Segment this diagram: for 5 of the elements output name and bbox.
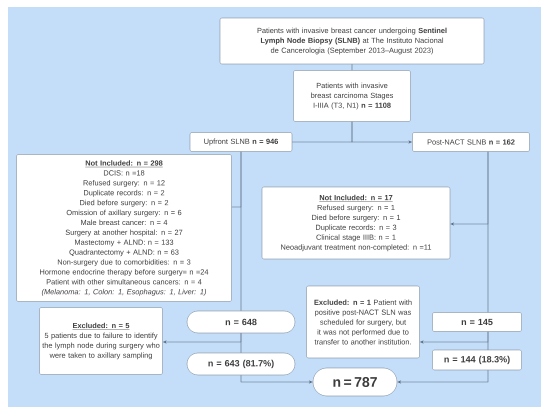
result-box: n = 787 <box>312 368 398 396</box>
count-box: n = 144 (18.3%) <box>432 350 522 370</box>
count-box: n = 648 <box>186 310 296 334</box>
count-box: n = 643 (81.7%) <box>186 352 296 376</box>
count-box: n = 145 <box>432 312 522 332</box>
